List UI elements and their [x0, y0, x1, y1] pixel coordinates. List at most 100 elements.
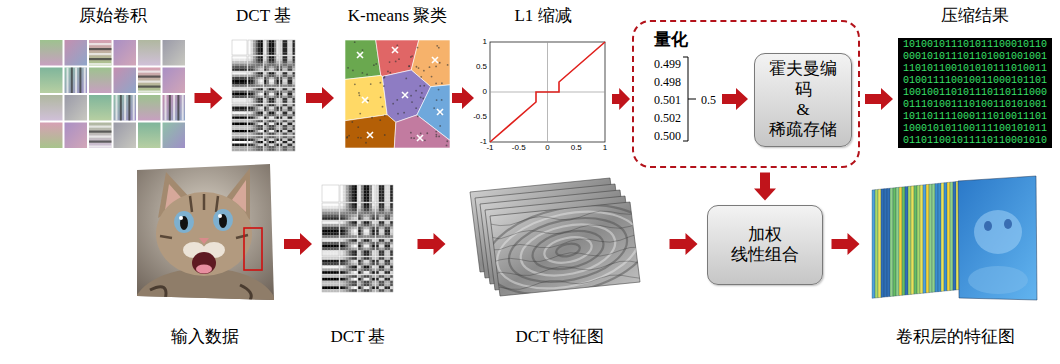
drawing-part: [343, 278, 346, 281]
drawing-part: [232, 98, 235, 101]
drawing-part: [256, 114, 259, 117]
drawing-part: [293, 117, 296, 120]
drawing-part: [333, 266, 336, 269]
drawing-part: [331, 245, 334, 248]
drawing-part: [354, 212, 357, 215]
drawing-part: [258, 45, 261, 48]
drawing-part: [256, 117, 259, 120]
drawing-part: [354, 242, 357, 245]
drawing-part: [288, 91, 291, 94]
drawing-part: [387, 284, 390, 287]
drawing-part: [245, 45, 248, 48]
drawing-part: [237, 120, 240, 123]
drawing-part: [240, 136, 243, 139]
drawing-part: [280, 93, 283, 96]
drawing-part: [89, 123, 112, 149]
drawing-part: [274, 114, 277, 117]
drawing-part: [288, 139, 291, 142]
drawing-part: [240, 40, 243, 43]
drawing-part: [361, 214, 364, 217]
drawing-part: [361, 260, 364, 263]
drawing-part: [272, 104, 275, 107]
drawing-part: [331, 209, 334, 212]
drawing-part: [237, 144, 240, 147]
drawing-part: [346, 289, 349, 292]
drawing-part: [274, 50, 277, 53]
drawing-part: [325, 239, 328, 242]
drawing-part: [280, 96, 283, 99]
drawing-part: [258, 136, 261, 139]
drawing-part: [346, 188, 349, 191]
drawing-part: [267, 61, 270, 64]
drawing-part: [361, 242, 364, 245]
drawing-part: [272, 85, 275, 88]
drawing-part: [267, 93, 270, 96]
drawing-part: [385, 196, 388, 199]
drawing-part: [367, 224, 370, 227]
drawing-part: [248, 125, 251, 128]
drawing-part: [372, 214, 375, 217]
drawing-part: [336, 217, 339, 220]
drawing-part: [369, 235, 372, 238]
drawing-part: [245, 149, 248, 152]
drawing-part: [379, 221, 382, 224]
drawing-part: [274, 88, 277, 91]
drawing-part: [269, 125, 272, 128]
drawing-part: [138, 86, 161, 88]
drawing-part: [343, 268, 346, 271]
drawing-part: [340, 232, 343, 235]
drawing-part: [269, 48, 272, 51]
drawing-part: [349, 266, 352, 269]
drawing-part: [232, 85, 235, 88]
drawing-part: [293, 101, 296, 104]
drawing-part: [290, 59, 293, 62]
drawing-part: [331, 224, 334, 227]
drawing-part: [361, 271, 364, 274]
drawing-part: [267, 104, 270, 107]
drawing-part: [237, 104, 240, 107]
drawing-part: [333, 281, 336, 284]
drawing-part: [242, 144, 245, 147]
drawing-part: [385, 257, 388, 260]
drawing-part: [336, 224, 339, 227]
drawing-part: [358, 212, 361, 215]
drawing-part: [325, 217, 328, 220]
drawing-part: [258, 59, 261, 62]
drawing-part: [293, 85, 296, 88]
drawing-part: [358, 284, 361, 287]
drawing-part: [364, 245, 367, 248]
drawing-part: [372, 188, 375, 191]
drawing-part: [322, 268, 325, 271]
drawing-part: [364, 263, 367, 266]
drawing-part: [261, 80, 264, 83]
drawing-part: [258, 82, 261, 85]
drawing-part: [390, 266, 393, 269]
drawing-part: [235, 107, 238, 110]
drawing-part: [372, 263, 375, 266]
drawing-part: [283, 80, 286, 83]
drawing-part: [269, 109, 272, 112]
drawing-part: [382, 194, 385, 197]
drawing-part: [293, 56, 296, 59]
drawing-part: [328, 196, 331, 199]
drawing-part: [232, 146, 235, 149]
drawing-part: [240, 98, 243, 101]
drawing-part: [288, 101, 291, 104]
drawing-part: [138, 71, 161, 73]
drawing-part: [267, 146, 270, 149]
drawing-part: [237, 141, 240, 144]
drawing-part: [269, 72, 272, 75]
drawing-part: [242, 117, 245, 120]
drawing-part: [274, 64, 277, 67]
drawing-part: [251, 120, 254, 123]
drawing-part: [264, 146, 267, 149]
drawing-part: [364, 188, 367, 191]
drawing-part: [387, 185, 390, 188]
drawing-part: [340, 239, 343, 242]
drawing-part: [261, 56, 264, 59]
drawing-part: [248, 88, 263, 103]
drawing-part: [372, 260, 375, 263]
drawing-part: [372, 253, 375, 256]
drawing-part: [351, 257, 354, 260]
drawing-part: [322, 257, 325, 260]
